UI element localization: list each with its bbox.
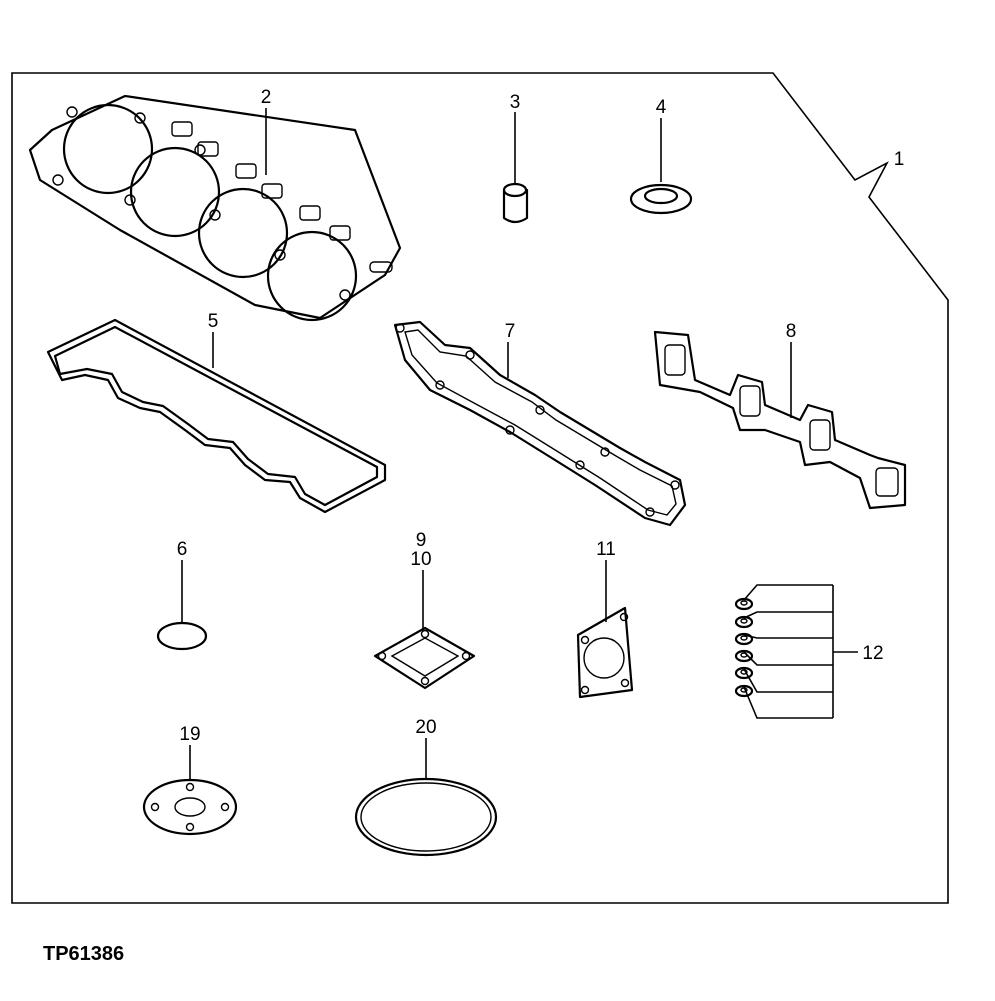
flange-gasket [576, 606, 634, 699]
callout-7: 7 [505, 321, 516, 342]
figure-id-label: TP61386 [43, 943, 125, 965]
round-flange-gasket [142, 778, 238, 836]
callout-6: 6 [177, 539, 188, 560]
leader-12-bracket [743, 584, 858, 719]
callout-3: 3 [510, 92, 521, 113]
callout-2: 2 [261, 87, 272, 108]
callout-20: 20 [415, 717, 436, 738]
valve-cover-gasket [46, 318, 387, 514]
callout-11: 11 [596, 539, 616, 560]
cover-gasket [373, 626, 476, 690]
intake-manifold-gasket [393, 320, 687, 527]
callout-4: 4 [656, 97, 667, 118]
sleeve-bushing [502, 182, 529, 224]
callout-9: 9 [416, 530, 427, 551]
o-ring-small [156, 621, 208, 651]
seal-washer-set [734, 597, 754, 698]
callout-1: 1 [894, 149, 905, 170]
o-ring-large [354, 777, 498, 857]
callout-10: 10 [410, 549, 431, 570]
kit-boundary-frame [11, 72, 949, 904]
cylinder-head-gasket [28, 94, 402, 322]
callout-12: 12 [862, 643, 883, 664]
callout-5: 5 [208, 311, 219, 332]
callout-19: 19 [179, 724, 200, 745]
callout-8: 8 [786, 321, 797, 342]
exhaust-manifold-gasket [653, 330, 907, 510]
seal-ring [629, 183, 693, 215]
